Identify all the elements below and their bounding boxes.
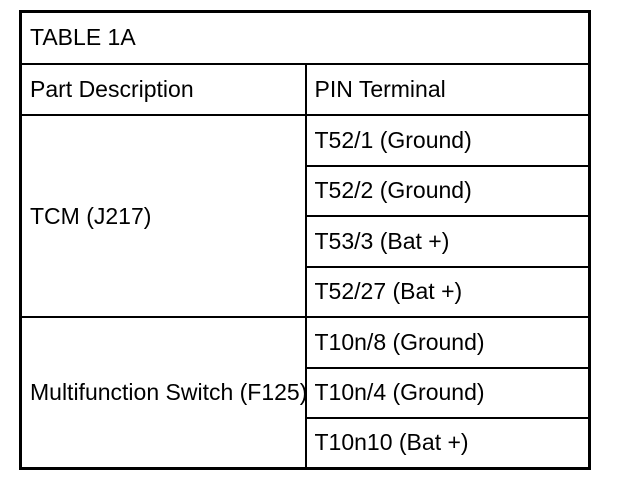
column-header-part-description: Part Description [19,62,307,117]
table-row: T53/3 (Bat +) [21,215,591,268]
table-header-row: Part Description PIN Terminal [19,62,591,117]
pin-cell: T10n/4 (Ground) [304,366,591,420]
pin-cell: T52/2 (Ground) [304,164,591,218]
pin-terminal-table: TABLE 1A Part Description PIN Terminal T… [19,10,591,470]
pin-cell: T52/27 (Bat +) [304,265,591,319]
table-row: T10n/4 (Ground) [21,366,591,420]
part-cell-tcm: TCM (J217) [19,114,307,319]
part-cell-multifunction-switch: Multifunction Switch (F125) [19,316,307,470]
table-row: T52/27 (Bat +) [21,265,591,319]
column-header-pin-terminal: PIN Terminal [304,62,591,117]
table-title: TABLE 1A [19,10,591,65]
table-row: TCM (J217) T52/1 (Ground) [19,114,591,319]
table-row: T10n10 (Bat +) [21,417,591,470]
pin-cell: T53/3 (Bat +) [304,215,591,268]
pin-cell: T10n10 (Bat +) [304,417,591,470]
table-row: T52/2 (Ground) [21,164,591,218]
pin-cell: T10n/8 (Ground) [304,316,591,369]
table-title-row: TABLE 1A [19,10,591,65]
pin-cell: T52/1 (Ground) [304,114,591,167]
table-row: Multifunction Switch (F125) T10n/8 (Grou… [19,316,591,470]
